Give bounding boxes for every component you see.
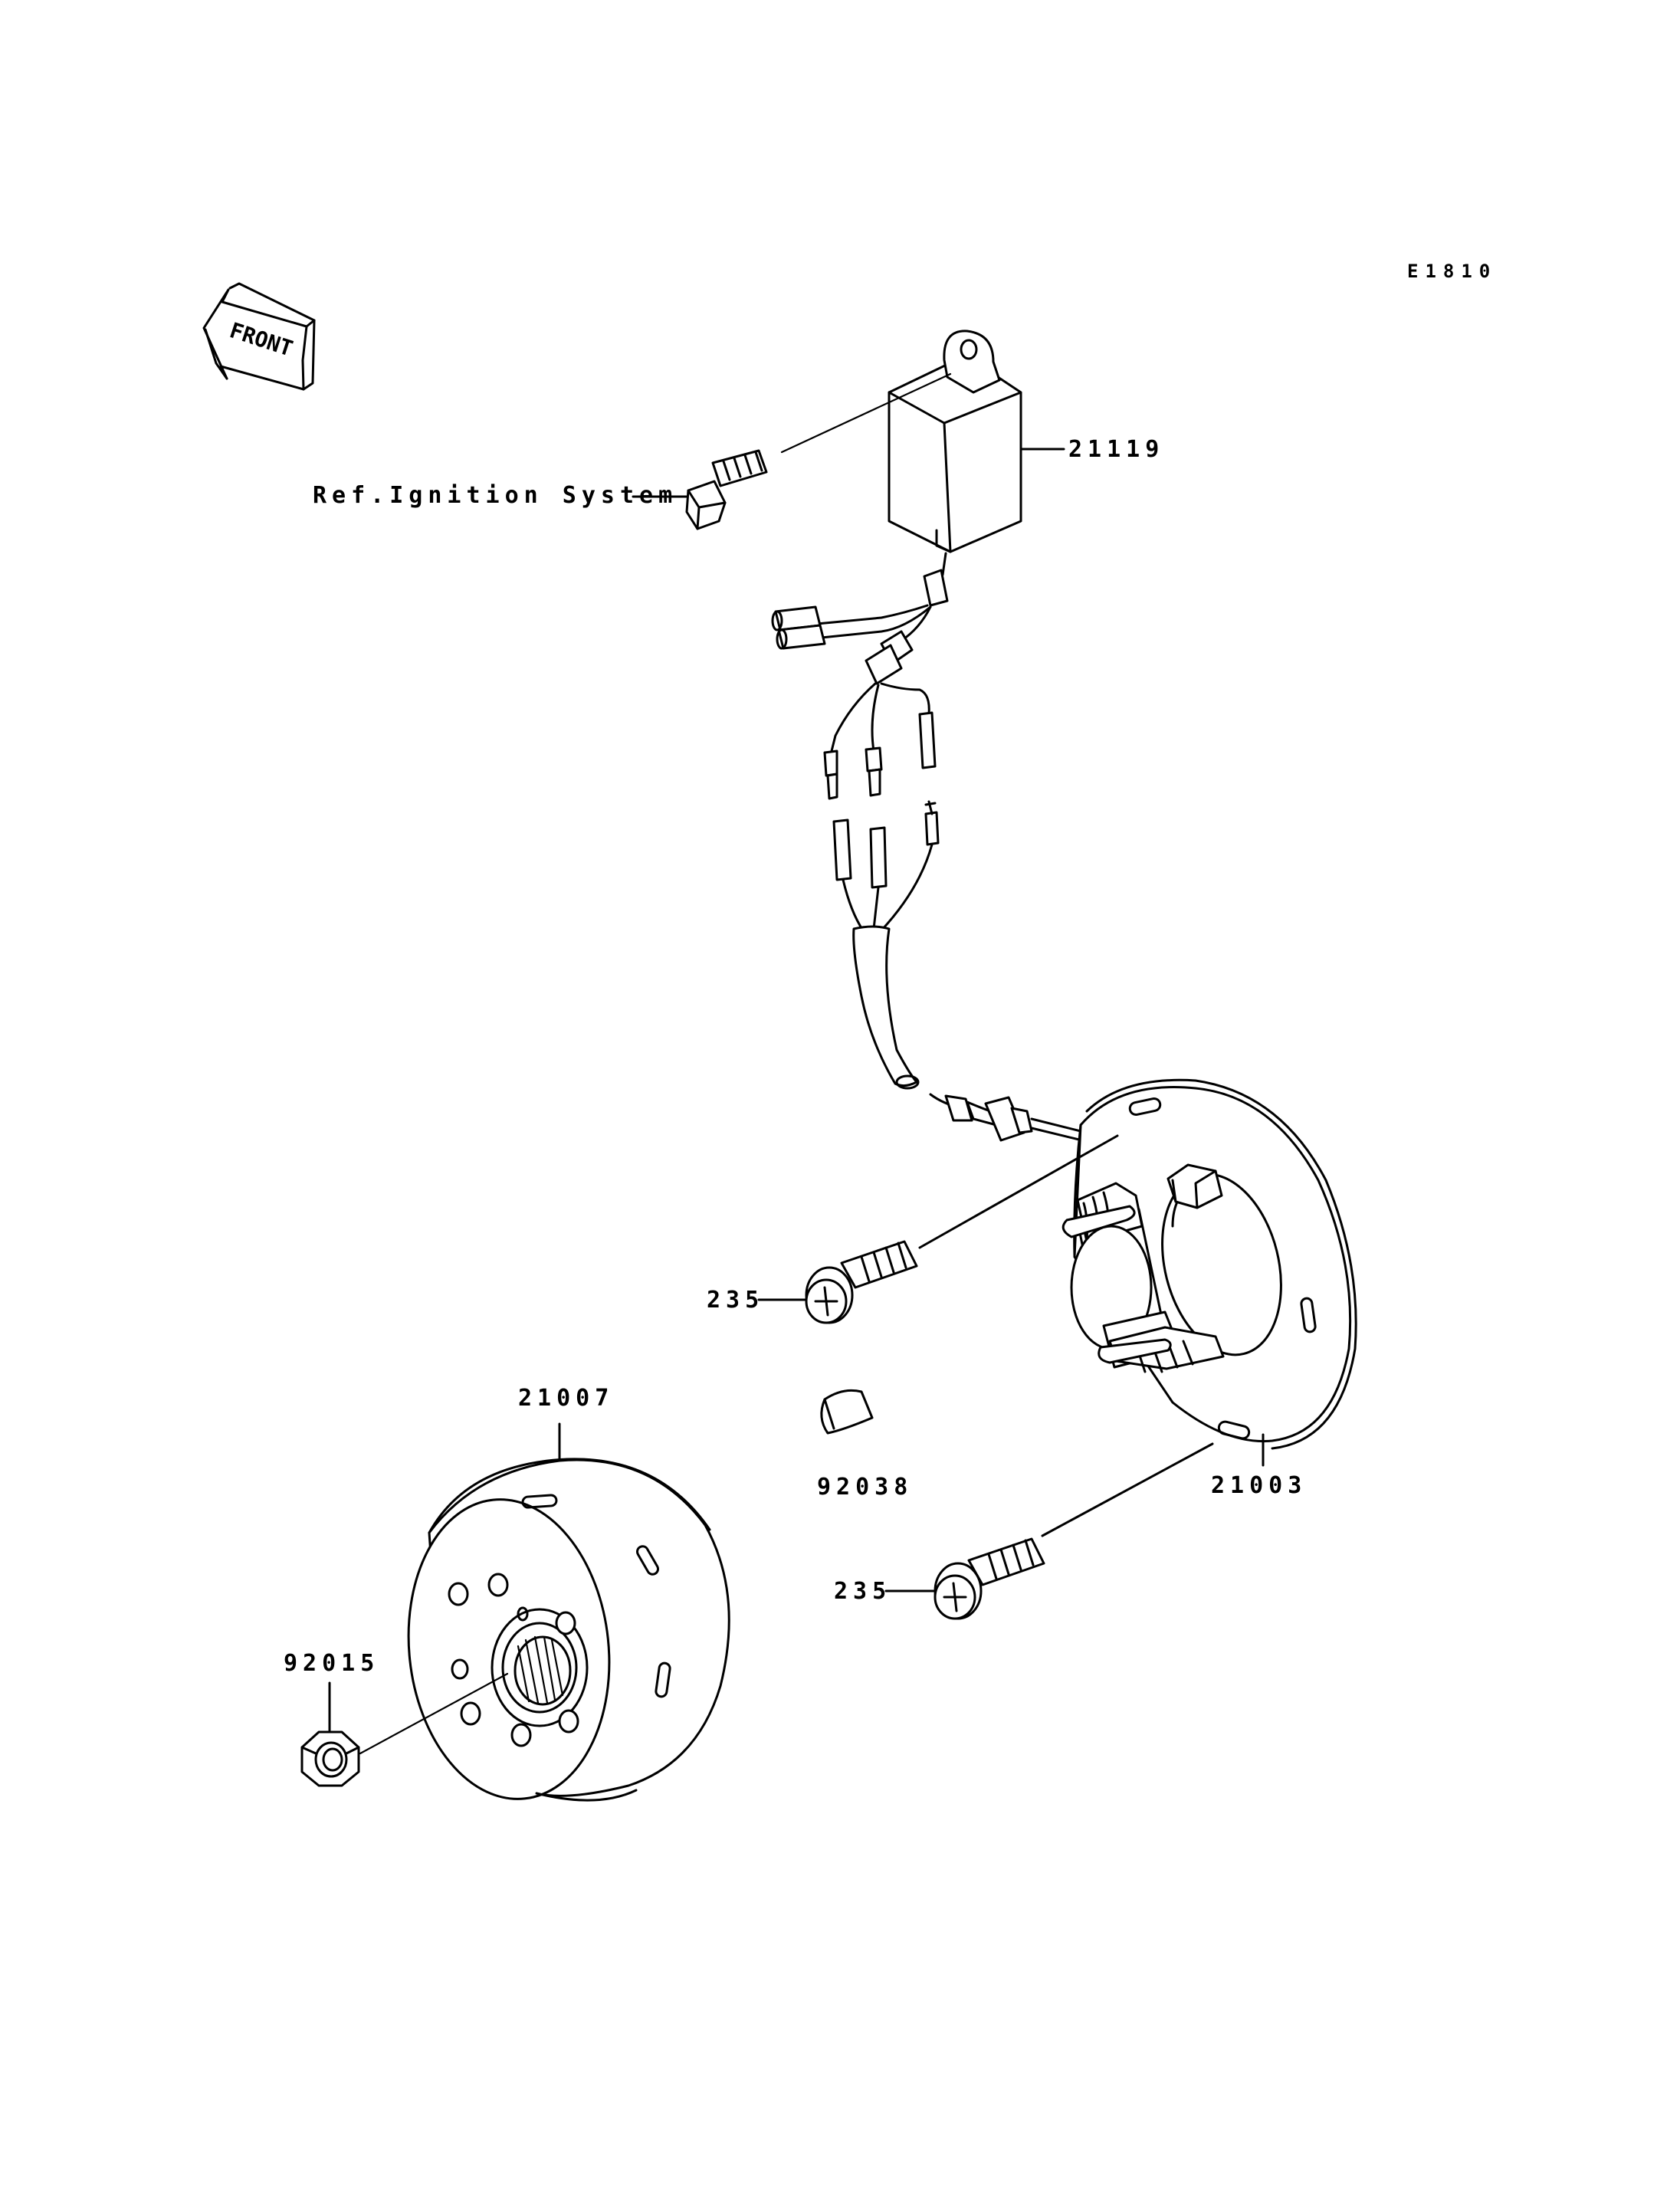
cdi-harness: [771, 552, 949, 800]
cdi-unit: [888, 330, 1022, 553]
part-label-21007: 21007: [518, 1385, 614, 1412]
ref-ignition-label: Ref.Ignition System: [313, 482, 678, 509]
part-label-235-lower: 235: [834, 1578, 891, 1605]
cdi-bolt: [685, 449, 768, 530]
diagram-code: E1810: [1407, 261, 1497, 282]
stator: [1061, 1078, 1357, 1450]
flywheel-nut: [300, 1730, 360, 1787]
stator-harness: [832, 800, 1084, 1142]
nut-guide: [359, 1672, 509, 1755]
part-label-21003: 21003: [1211, 1472, 1307, 1499]
part-label-21119: 21119: [1068, 436, 1164, 463]
flywheel: [407, 1458, 730, 1802]
part-label-92038: 92038: [817, 1474, 913, 1501]
cdi-bolt-guide: [780, 372, 952, 454]
woodruff-key: [820, 1389, 874, 1435]
part-label-92015: 92015: [284, 1650, 379, 1677]
stator-screw-guide-lower: [1041, 1442, 1214, 1537]
part-label-235-upper: 235: [707, 1287, 764, 1314]
front-arrow-icon: FRONT: [202, 282, 316, 391]
stator-screw-guide-upper: [918, 1134, 1119, 1249]
stator-screw-lower: [934, 1537, 1045, 1620]
stator-screw-upper: [805, 1240, 918, 1324]
